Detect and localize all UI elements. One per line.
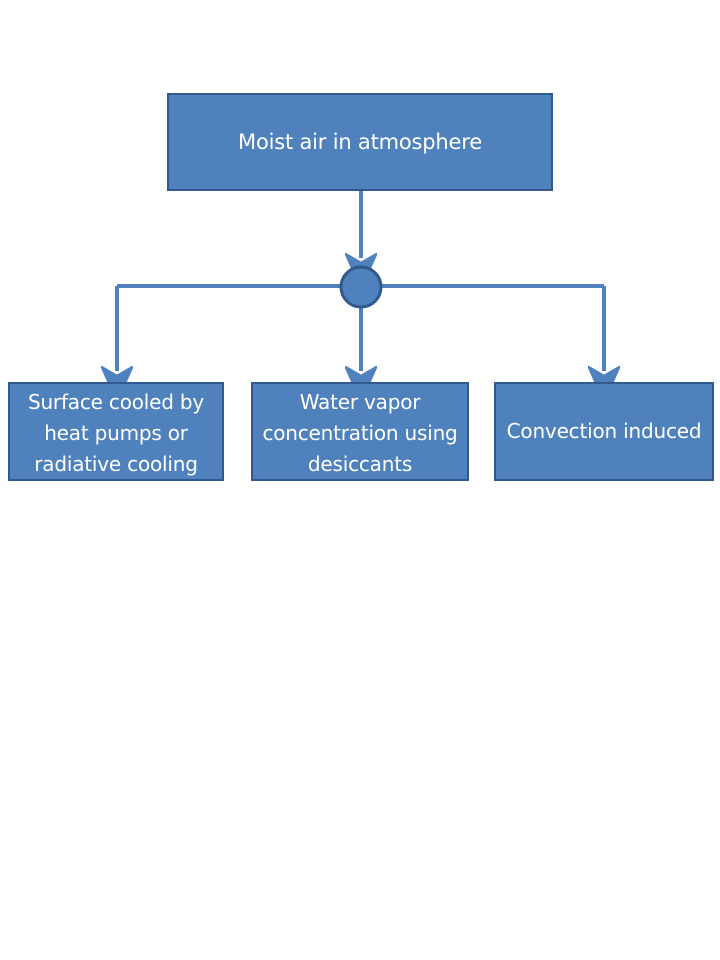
node-water-vapor-concentration[interactable]: Water vapor concentration using desiccan…: [251, 382, 469, 481]
node-moist-air-in-atmosphere[interactable]: Moist air in atmosphere: [167, 93, 553, 191]
node-label-branch-2: Water vapor concentration using desiccan…: [262, 390, 458, 476]
node-surface-cooled[interactable]: Surface cooled by heat pumps or radiativ…: [8, 382, 224, 481]
node-label-branch-3: Convection induced: [506, 419, 702, 443]
junction-node[interactable]: [339, 265, 383, 309]
node-convection-induced[interactable]: Convection induced: [494, 382, 714, 481]
node-label-source: Moist air in atmosphere: [238, 129, 482, 154]
node-label-branch-1: Surface cooled by heat pumps or radiativ…: [27, 390, 205, 476]
